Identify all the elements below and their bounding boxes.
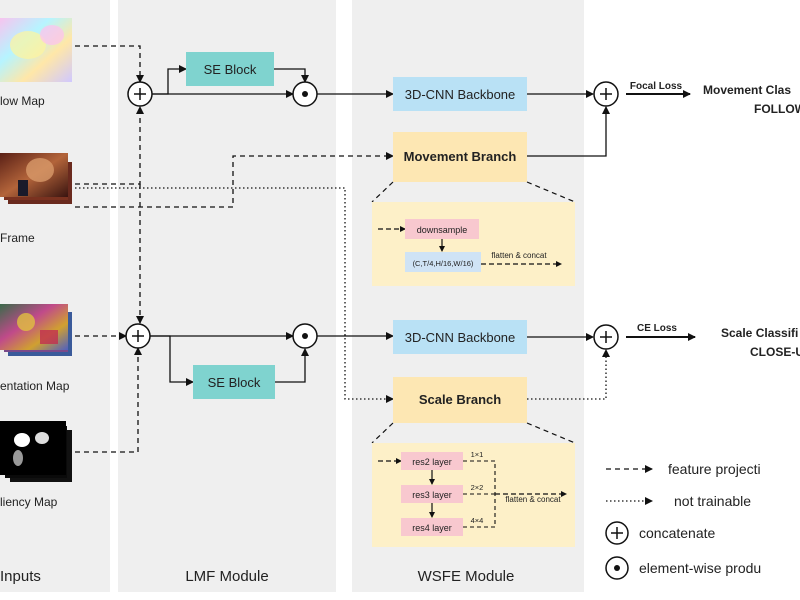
shape-box xyxy=(405,252,481,272)
scale-flatten-label: flatten & concat xyxy=(505,495,561,504)
se-block-top-label: SE Block xyxy=(204,62,257,77)
movement-branch-box xyxy=(393,132,527,182)
movement-flatten-label: flatten & concat xyxy=(491,251,547,260)
backbone-bottom xyxy=(393,320,527,354)
se-bottom-to-product-line xyxy=(275,348,309,383)
product-top-icon xyxy=(292,81,318,107)
backbone-top xyxy=(393,77,527,111)
segmentation-map-image xyxy=(0,304,72,356)
inputs-panel xyxy=(0,0,110,592)
inputs-title: Inputs xyxy=(0,568,41,585)
frame-to-movement-branch-line xyxy=(75,152,394,208)
movement-to-concat-line xyxy=(527,106,610,157)
res2-out-line xyxy=(463,460,496,494)
movement-detail-box xyxy=(372,202,575,286)
concat-bottom-icon xyxy=(125,323,151,349)
shape-label: (C,T/4,H/16,W/16) xyxy=(413,259,474,268)
downsample-label: downsample xyxy=(417,225,468,235)
legend-concat-icon xyxy=(605,521,629,545)
backbone-bottom-label: 3D-CNN Backbone xyxy=(405,330,516,345)
se-block-bottom-label: SE Block xyxy=(208,375,261,390)
movement-zoom-left xyxy=(371,181,394,203)
res4-box xyxy=(401,518,463,536)
k1-label: 1×1 xyxy=(471,450,484,459)
se-block-top xyxy=(186,52,274,86)
concat-top-icon xyxy=(127,81,153,107)
output-concat-bottom-icon xyxy=(593,324,619,350)
saliency-to-concat-bottom-line xyxy=(75,347,142,453)
k4-label: 4×4 xyxy=(471,516,484,525)
movement-branch-label: Movement Branch xyxy=(404,149,517,164)
se-top-to-product-line xyxy=(274,68,309,83)
saliency-map-label: liency Map xyxy=(0,495,58,509)
res2-box xyxy=(401,452,463,470)
frame-image xyxy=(0,153,72,204)
scale-zoom-left xyxy=(371,422,394,444)
downsample-box xyxy=(405,219,479,239)
backbone-top-label: 3D-CNN Backbone xyxy=(405,87,516,102)
res4-label: res4 layer xyxy=(412,523,452,533)
legend-element-wise: element-wise produ xyxy=(639,560,761,576)
movement-class-value: FOLLOW xyxy=(754,102,800,116)
frame-to-scale-branch-line xyxy=(75,187,394,403)
segmentation-map-label: entation Map xyxy=(0,379,70,393)
movement-class-label: Movement Clas xyxy=(703,83,791,97)
scale-branch-label: Scale Branch xyxy=(419,392,501,407)
legend-not-trainable: not trainable xyxy=(674,493,751,509)
focal-loss-label: Focal Loss xyxy=(630,81,683,92)
flow-map-label: low Map xyxy=(0,94,45,108)
scale-class-label: Scale Classifi xyxy=(721,326,798,340)
frame-label: Frame xyxy=(0,231,35,245)
flow-map-image xyxy=(0,18,72,82)
se-block-bottom xyxy=(193,365,275,399)
res2-label: res2 layer xyxy=(412,457,452,467)
res4-out-line xyxy=(463,494,496,528)
res3-label: res3 layer xyxy=(412,490,452,500)
scale-branch-box xyxy=(393,377,527,423)
legend-product-icon xyxy=(605,556,629,580)
k2-label: 2×2 xyxy=(471,483,484,492)
product-bottom-icon xyxy=(292,323,318,349)
lmf-title: LMF Module xyxy=(185,568,268,585)
saliency-map-image xyxy=(0,421,72,482)
ce-loss-label: CE Loss xyxy=(637,323,677,334)
legend-concatenate: concatenate xyxy=(639,525,715,541)
output-concat-top-icon xyxy=(593,81,619,107)
flow-to-concat-top-line xyxy=(75,45,144,83)
legend-feature-projection: feature projecti xyxy=(668,461,761,477)
res3-box xyxy=(401,485,463,503)
scale-class-value: CLOSE-U xyxy=(750,345,800,359)
wsfe-title: WSFE Module xyxy=(418,568,515,585)
